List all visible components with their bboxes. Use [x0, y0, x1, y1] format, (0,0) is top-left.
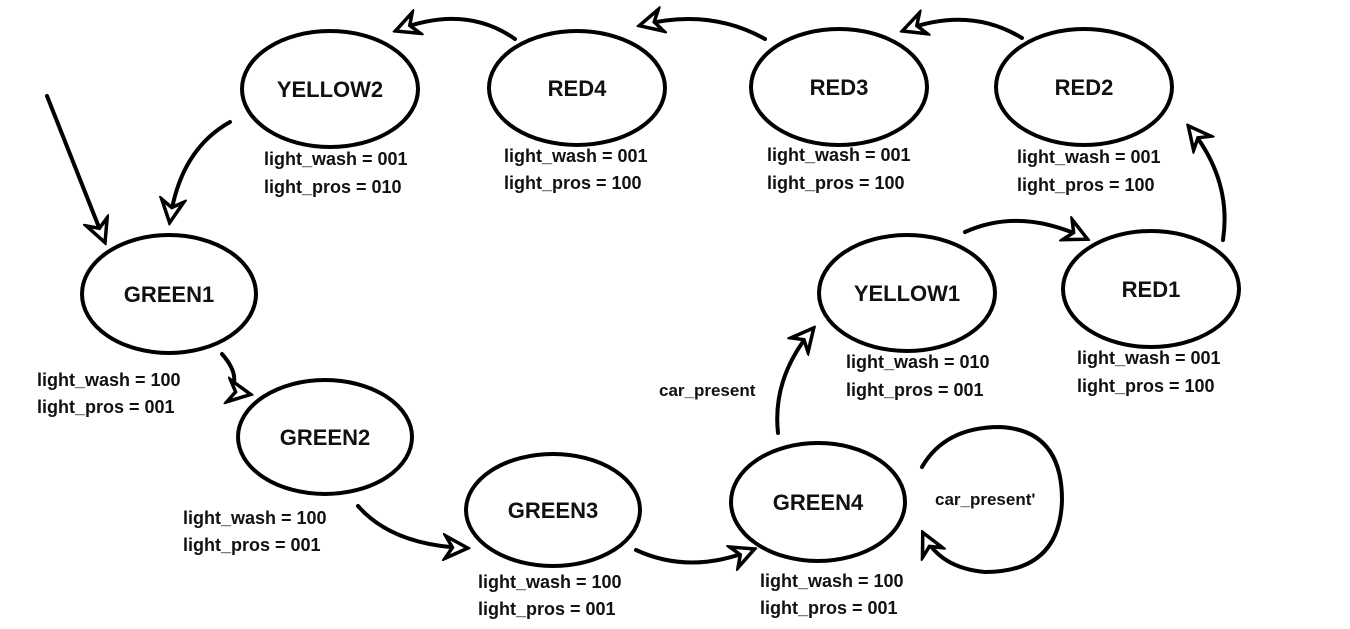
state-green2-light-wash: light_wash = 100 [183, 508, 327, 528]
state-green3: GREEN3 light_wash = 100 light_pros = 001 [464, 452, 642, 619]
state-red2-light-wash: light_wash = 001 [1017, 147, 1161, 167]
transition-red1-red2 [1190, 128, 1227, 242]
state-green2: GREEN2 light_wash = 100 light_pros = 001 [183, 378, 414, 555]
state-green3-light-pros: light_pros = 001 [478, 599, 616, 619]
state-green3-light-wash: light_wash = 100 [478, 572, 622, 592]
transition-green4-yellow1 [775, 330, 812, 435]
state-red3-label: RED3 [810, 75, 869, 100]
state-green1: GREEN1 light_wash = 100 light_pros = 001 [37, 233, 258, 417]
state-yellow1-light-pros: light_pros = 001 [846, 380, 984, 400]
state-green2-light-pros: light_pros = 001 [183, 535, 321, 555]
condition-car-present-not: car_present' [935, 490, 1035, 509]
state-red1: RED1 light_wash = 001 light_pros = 100 [1061, 229, 1241, 396]
state-red2: RED2 light_wash = 001 light_pros = 100 [994, 27, 1174, 195]
state-green1-light-wash: light_wash = 100 [37, 370, 181, 390]
transition-red3-red4 [642, 19, 767, 41]
transition-green3-green4 [634, 550, 752, 563]
state-red4-label: RED4 [548, 76, 607, 101]
state-red4-light-pros: light_pros = 100 [504, 173, 642, 193]
state-green4-label: GREEN4 [773, 490, 864, 515]
state-red3: RED3 light_wash = 001 light_pros = 100 [749, 27, 929, 193]
state-red1-light-wash: light_wash = 001 [1077, 348, 1221, 368]
state-red2-label: RED2 [1055, 75, 1114, 100]
state-green3-label: GREEN3 [508, 498, 598, 523]
state-green4: GREEN4 light_wash = 100 light_pros = 001 [729, 441, 907, 618]
state-green2-label: GREEN2 [280, 425, 370, 450]
state-yellow1: YELLOW1 light_wash = 010 light_pros = 00… [817, 233, 997, 400]
state-green4-light-wash: light_wash = 100 [760, 571, 904, 591]
state-green1-light-pros: light_pros = 001 [37, 397, 175, 417]
state-red4: RED4 light_wash = 001 light_pros = 100 [487, 29, 667, 193]
state-yellow1-light-wash: light_wash = 010 [846, 352, 990, 372]
transition-green4-self-loop [920, 424, 1065, 575]
state-yellow2-label: YELLOW2 [277, 77, 383, 102]
state-green4-light-pros: light_pros = 001 [760, 598, 898, 618]
state-yellow2: YELLOW2 light_wash = 001 light_pros = 01… [240, 29, 420, 197]
transition-yellow1-red1 [963, 221, 1085, 238]
state-yellow2-light-wash: light_wash = 001 [264, 149, 408, 169]
transition-red2-red3 [905, 20, 1024, 40]
state-red4-light-wash: light_wash = 001 [504, 146, 648, 166]
state-red3-light-wash: light_wash = 001 [767, 145, 911, 165]
state-red2-light-pros: light_pros = 100 [1017, 175, 1155, 195]
transition-green2-green3 [356, 504, 465, 548]
state-green1-label: GREEN1 [124, 282, 214, 307]
transitions [45, 19, 1227, 575]
condition-car-present: car_present [659, 381, 756, 400]
transition-start-green1 [45, 94, 104, 240]
state-yellow1-label: YELLOW1 [854, 281, 960, 306]
transition-red4-yellow2 [398, 19, 517, 41]
state-red1-light-pros: light_pros = 100 [1077, 376, 1215, 396]
transition-yellow2-green1 [170, 120, 232, 220]
state-yellow2-light-pros: light_pros = 010 [264, 177, 402, 197]
transition-green1-green2 [220, 352, 248, 394]
state-red1-label: RED1 [1122, 277, 1181, 302]
state-red3-light-pros: light_pros = 100 [767, 173, 905, 193]
